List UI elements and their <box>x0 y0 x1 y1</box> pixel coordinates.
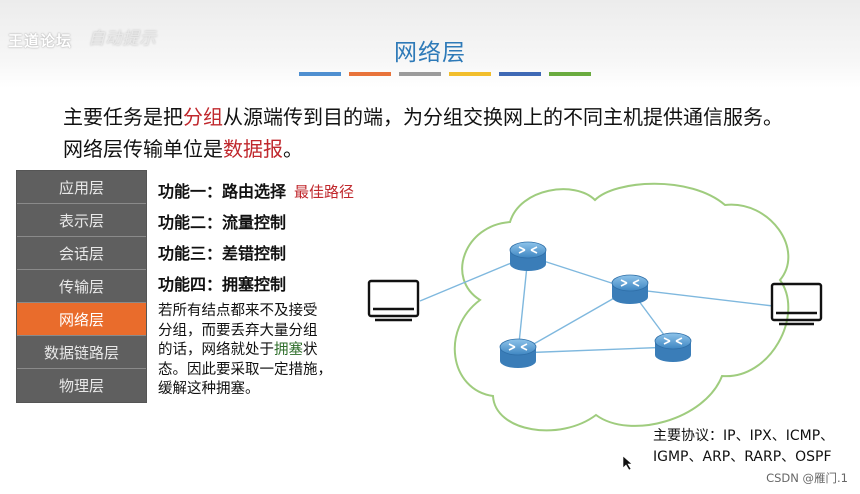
color-bar <box>449 72 491 76</box>
paragraph-line: 若所有结点都来不及接受 <box>158 303 318 319</box>
color-bar <box>399 72 441 76</box>
color-bar <box>499 72 541 76</box>
layer-presentation: 表示层 <box>17 204 146 237</box>
layer-physical: 物理层 <box>17 369 146 402</box>
watermark-logo: 自动提示 <box>88 29 156 49</box>
mouse-cursor-icon <box>622 455 633 471</box>
intro-text: 网络层传输单位是 <box>63 137 223 161</box>
function-label: 功能三：差错控制 <box>158 244 287 263</box>
layer-network: 网络层 <box>17 303 146 336</box>
function-4: 功能四：拥塞控制 <box>158 271 286 295</box>
slide-title: 网络层 <box>394 40 466 66</box>
network-cloud <box>453 182 790 432</box>
function-1: 功能一：路由选择最佳路径 <box>158 178 354 202</box>
paragraph-text: 的话，网络就处于 <box>158 342 274 359</box>
function-label: 功能二：流量控制 <box>158 213 287 232</box>
color-bars <box>299 72 591 76</box>
watermark: 王道论坛 <box>8 32 73 50</box>
color-bar <box>549 72 591 76</box>
color-bar <box>299 72 341 76</box>
intro-highlight: 数据报 <box>223 137 283 161</box>
router-icon <box>509 241 547 271</box>
network-links <box>419 255 774 354</box>
intro-highlight: 分组 <box>183 105 223 129</box>
protocols-line: 主要协议：IP、IPX、ICMP、 <box>653 428 835 444</box>
osi-layer-stack: 应用层 表示层 会话层 传输层 网络层 数据链路层 物理层 <box>16 170 147 403</box>
protocols-box: 主要协议：IP、IPX、ICMP、 IGMP、ARP、RARP、OSPF <box>653 426 834 468</box>
router-icon <box>654 332 692 362</box>
intro-text: 从源端传到目的端，为分组交换网上的不同主机提供通信服务。 <box>223 105 783 129</box>
function-label: 功能四：拥塞控制 <box>158 275 287 294</box>
paragraph-line: 态。因此要采取一定措施， <box>158 361 332 378</box>
computer-icon <box>770 282 823 326</box>
paragraph-line: 分组，而要丢弃大量分组 <box>158 322 318 339</box>
function-label: 功能一：路由选择 <box>158 182 287 201</box>
function-3: 功能三：差错控制 <box>158 240 286 264</box>
layer-data-link: 数据链路层 <box>17 336 146 369</box>
congestion-description: 若所有结点都来不及接受 分组，而要丢弃大量分组 的话，网络就处于拥塞状 态。因此… <box>158 302 358 400</box>
intro-line-1: 主要任务是把分组从源端传到目的端，为分组交换网上的不同主机提供通信服务。 <box>63 101 783 130</box>
paragraph-line: 缓解这种拥塞。 <box>158 381 260 398</box>
intro-text: 主要任务是把 <box>63 105 183 129</box>
color-bar <box>349 72 391 76</box>
router-icon <box>499 338 537 368</box>
intro-text: 。 <box>283 137 303 161</box>
intro-line-2: 网络层传输单位是数据报。 <box>63 133 303 162</box>
paragraph-line: 的话，网络就处于拥塞状 <box>158 341 358 361</box>
router-icon <box>611 274 649 304</box>
paragraph-highlight: 拥塞 <box>274 342 303 359</box>
function-note: 最佳路径 <box>294 183 355 201</box>
paragraph-text: 状 <box>303 342 318 359</box>
layer-application: 应用层 <box>17 171 146 204</box>
layer-session: 会话层 <box>17 237 146 270</box>
layer-transport: 传输层 <box>17 270 146 303</box>
function-2: 功能二：流量控制 <box>158 209 286 233</box>
protocols-line: IGMP、ARP、RARP、OSPF <box>653 449 832 465</box>
computer-icon <box>367 279 420 322</box>
footer-credit: CSDN @雁门.1 <box>766 471 848 485</box>
